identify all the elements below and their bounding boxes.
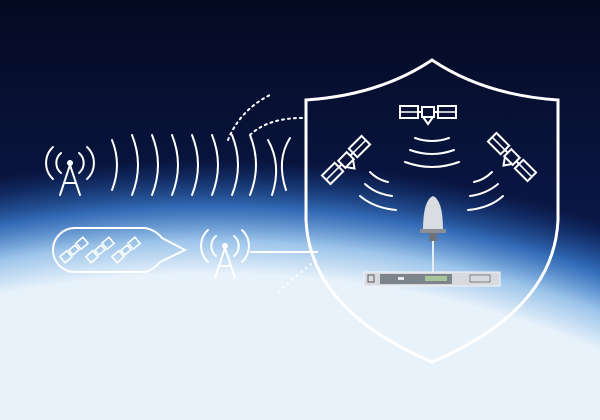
satellite-signal-waves xyxy=(359,137,504,211)
gnss-antenna-icon xyxy=(420,196,446,272)
speech-bubble-icon xyxy=(52,227,188,273)
rack-receiver-icon xyxy=(363,271,501,287)
jamming-waves xyxy=(111,94,303,196)
shield-icon xyxy=(304,58,560,364)
spoofing-link xyxy=(250,251,319,293)
